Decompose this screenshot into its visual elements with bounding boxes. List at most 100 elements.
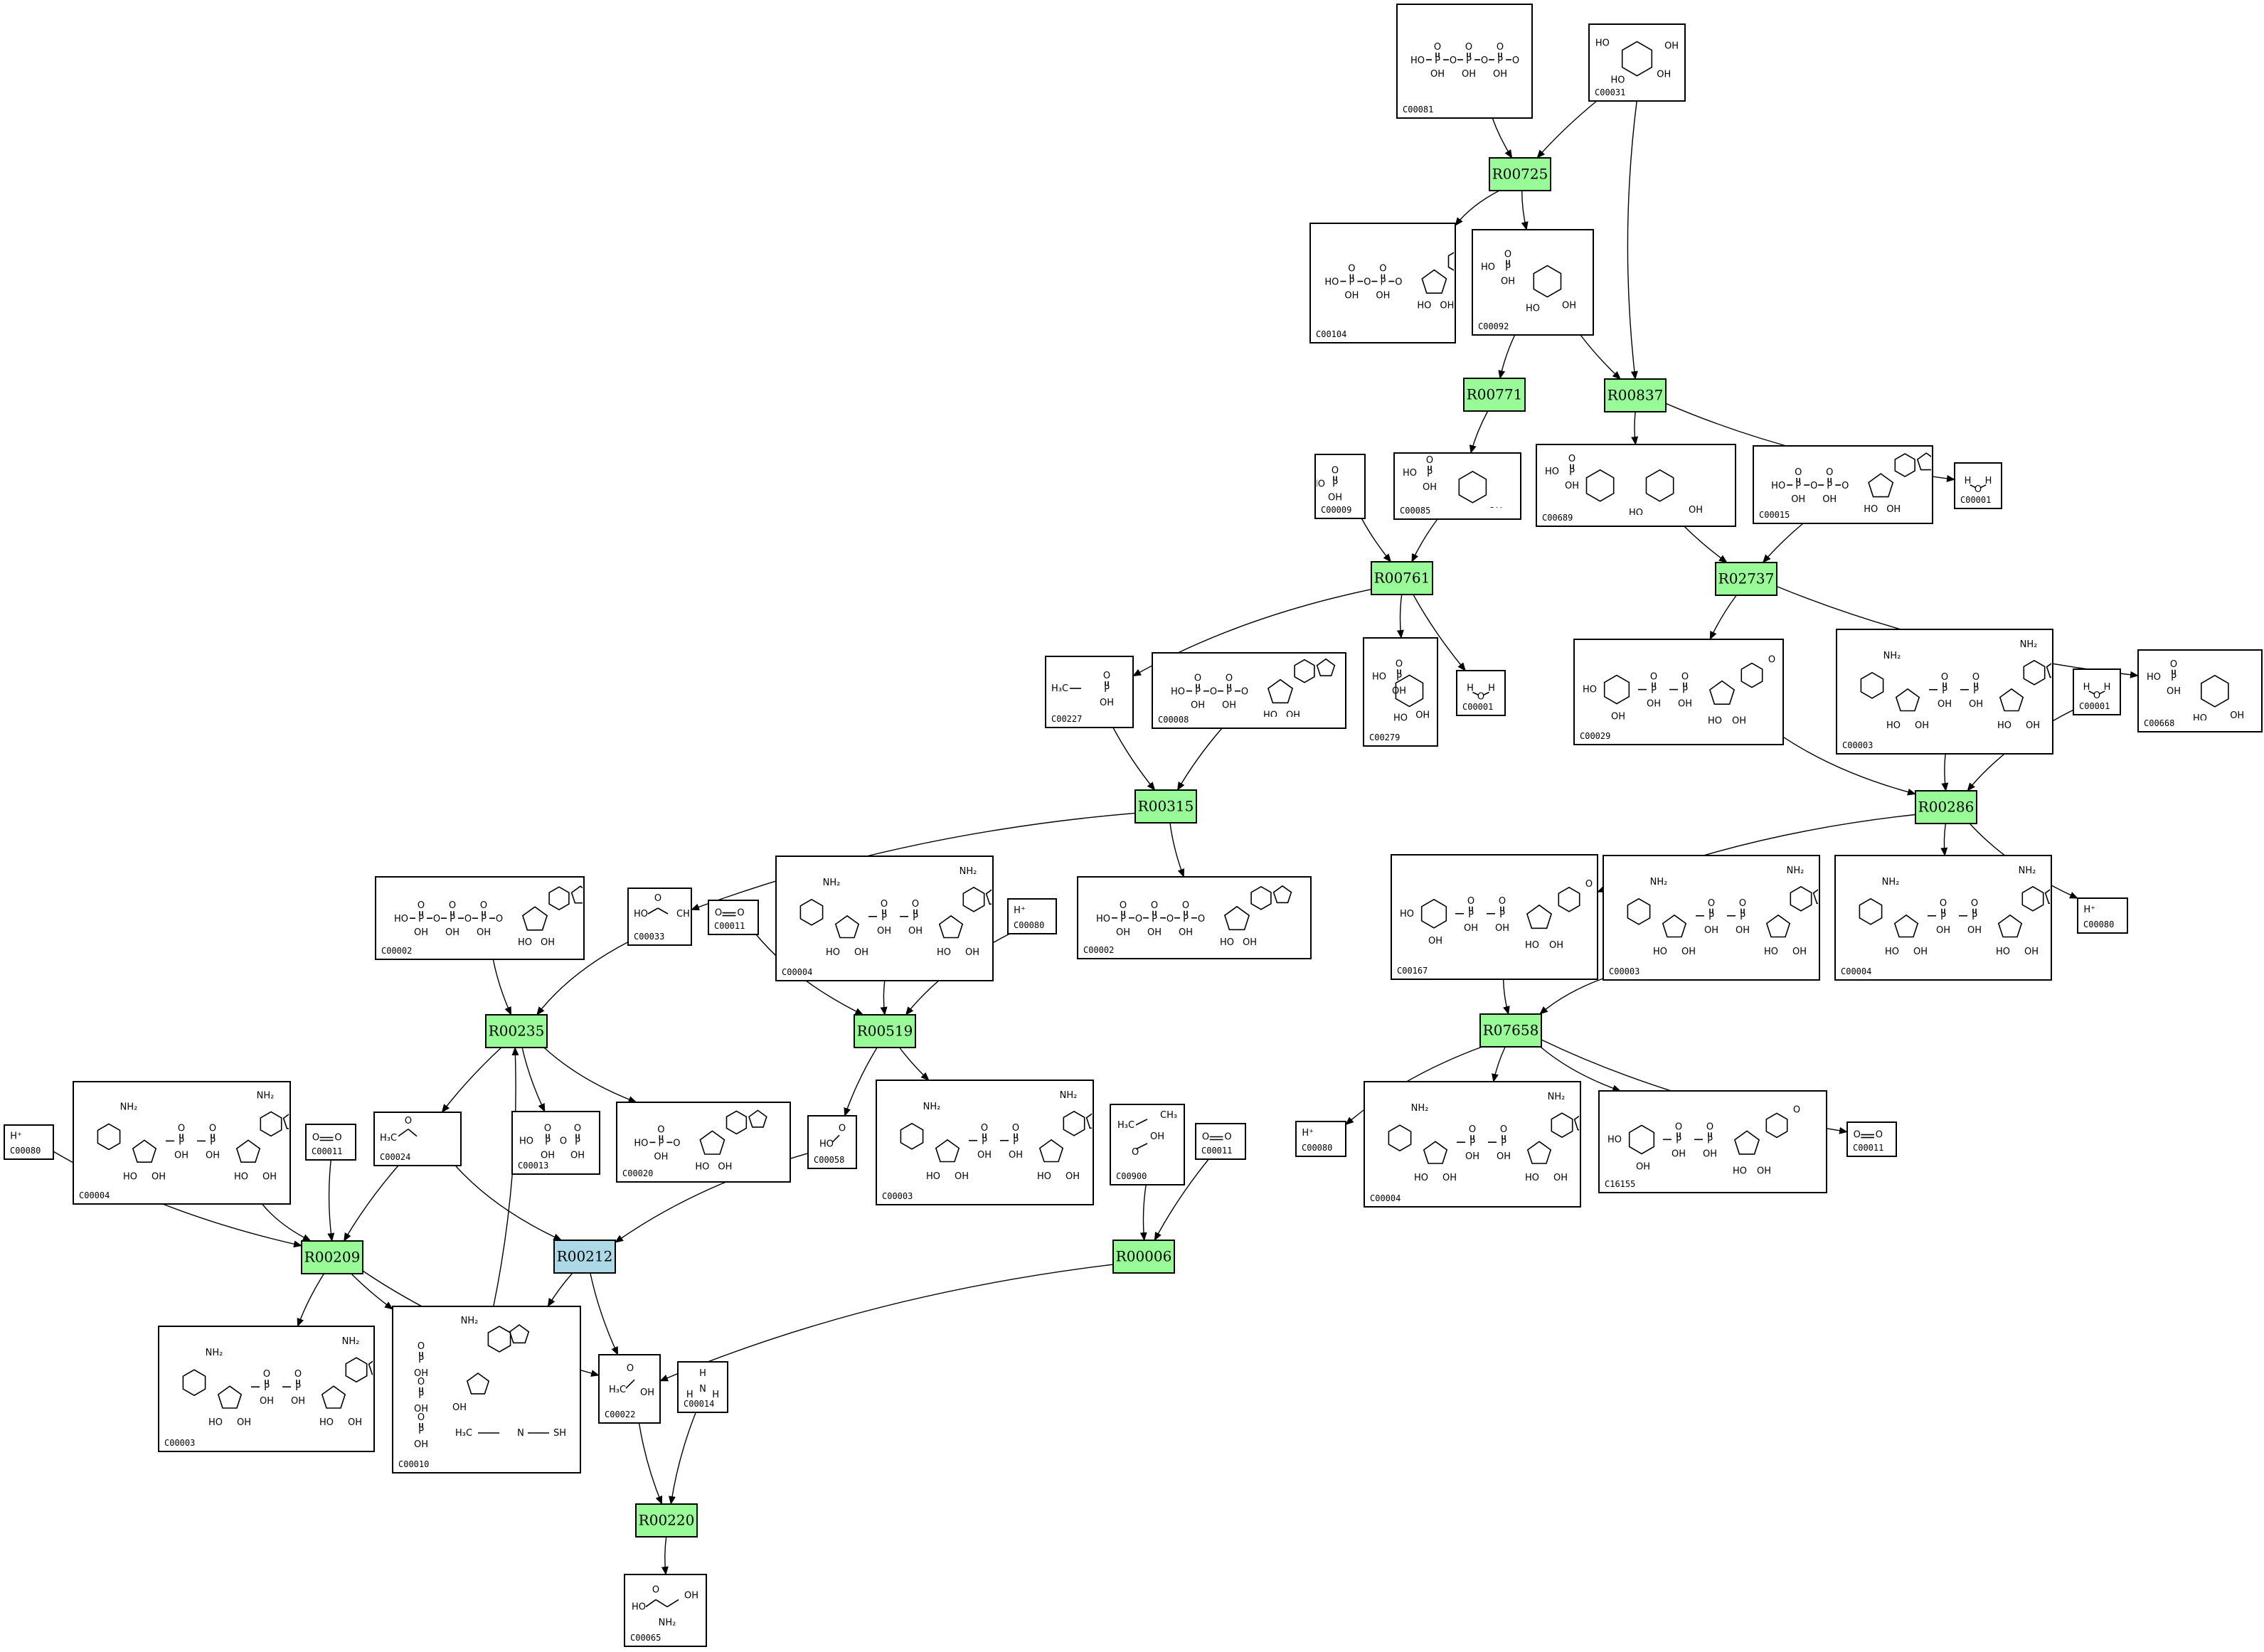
svg-text:P: P bbox=[481, 914, 487, 924]
edge-c024-to-r209 bbox=[343, 1165, 399, 1242]
reaction-r771[interactable]: R00771 bbox=[1463, 378, 1526, 412]
reaction-r286[interactable]: R00286 bbox=[1915, 790, 1977, 824]
svg-text:O: O bbox=[1971, 898, 1978, 909]
svg-text:OH: OH bbox=[262, 1171, 277, 1182]
reaction-r761[interactable]: R00761 bbox=[1371, 561, 1433, 595]
svg-text:OH: OH bbox=[1732, 716, 1746, 727]
svg-text:OH: OH bbox=[477, 927, 491, 938]
compound-c085[interactable]: HOPOOHHOOHC00085 bbox=[1393, 452, 1521, 520]
svg-text:OH: OH bbox=[1565, 481, 1579, 491]
reaction-r212[interactable]: R00212 bbox=[553, 1240, 616, 1274]
svg-text:OH: OH bbox=[1009, 1150, 1023, 1161]
svg-text:O: O bbox=[2170, 659, 2177, 670]
reaction-r519[interactable]: R00519 bbox=[854, 1014, 916, 1048]
reaction-r209[interactable]: R00209 bbox=[301, 1240, 363, 1274]
compound-c080b[interactable]: H⁺C00080 bbox=[2077, 897, 2128, 934]
reaction-r220[interactable]: R00220 bbox=[635, 1503, 698, 1538]
svg-text:O: O bbox=[1854, 1130, 1861, 1141]
edge-c002a-to-r235 bbox=[492, 959, 512, 1016]
svg-text:P: P bbox=[1497, 55, 1503, 66]
svg-text:O: O bbox=[418, 900, 425, 911]
reaction-r837[interactable]: R00837 bbox=[1604, 378, 1667, 412]
reaction-box bbox=[854, 1014, 916, 1048]
svg-text:HO: HO bbox=[1171, 687, 1185, 698]
reaction-r006[interactable]: R00006 bbox=[1112, 1240, 1175, 1274]
svg-text:NH₂: NH₂ bbox=[1882, 877, 1900, 888]
reaction-r235[interactable]: R00235 bbox=[485, 1014, 548, 1048]
svg-text:OH: OH bbox=[1501, 277, 1515, 287]
reaction-r725[interactable]: R00725 bbox=[1489, 157, 1551, 191]
compound-box bbox=[616, 1102, 791, 1183]
compound-c080a[interactable]: H⁺C00080 bbox=[1007, 898, 1057, 934]
svg-text:HO: HO bbox=[1607, 1134, 1622, 1145]
svg-text:O: O bbox=[464, 914, 472, 924]
reaction-r2737[interactable]: R02737 bbox=[1715, 562, 1777, 596]
svg-text:O: O bbox=[881, 899, 888, 910]
compound-box bbox=[876, 1080, 1094, 1205]
svg-text:O: O bbox=[1768, 655, 1775, 666]
svg-text:H: H bbox=[1467, 683, 1474, 693]
edge-r771-to-c085 bbox=[1469, 410, 1489, 454]
edge-c011c-to-r209 bbox=[327, 1159, 335, 1242]
svg-text:HO: HO bbox=[319, 1417, 334, 1428]
svg-text:HO: HO bbox=[1414, 1173, 1428, 1183]
svg-text:O: O bbox=[1332, 466, 1339, 476]
svg-text:H: H bbox=[2104, 682, 2111, 693]
reaction-r315[interactable]: R00315 bbox=[1134, 789, 1197, 824]
compound-c080d[interactable]: H⁺C00080 bbox=[4, 1124, 54, 1160]
svg-text:HO: HO bbox=[826, 947, 840, 958]
svg-text:HO: HO bbox=[1526, 304, 1540, 314]
svg-text:P: P bbox=[1569, 467, 1575, 478]
compound-c080c[interactable]: H⁺C00080 bbox=[1295, 1121, 1346, 1157]
svg-text:P: P bbox=[450, 914, 455, 924]
svg-text:OH: OH bbox=[1913, 947, 1928, 957]
edge-r837-to-c689 bbox=[1631, 411, 1639, 445]
svg-text:O: O bbox=[1465, 42, 1472, 53]
reaction-r7658[interactable]: R07658 bbox=[1479, 1013, 1542, 1048]
svg-text:O: O bbox=[1012, 1123, 1019, 1134]
